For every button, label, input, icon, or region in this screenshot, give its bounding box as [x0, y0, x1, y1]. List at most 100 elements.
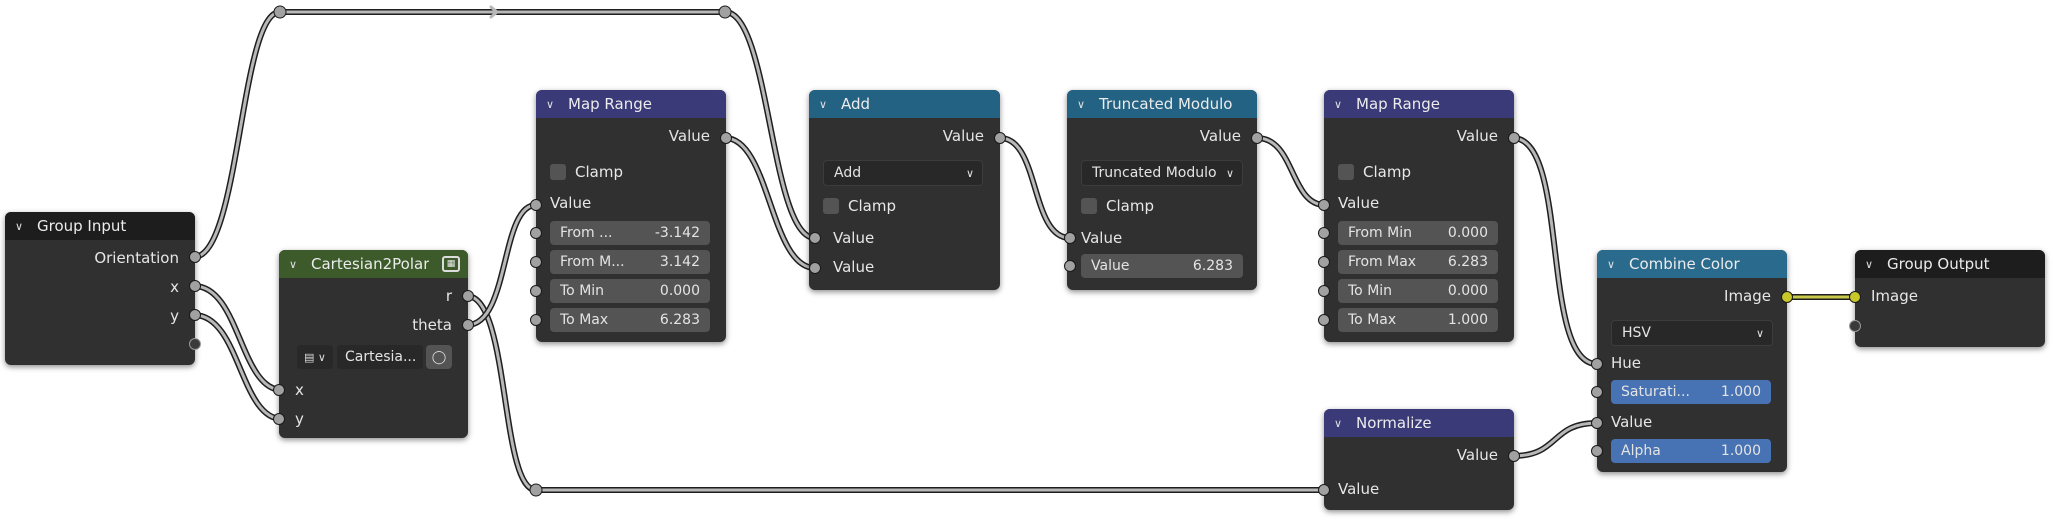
checkbox-box[interactable]	[1081, 198, 1097, 214]
socket-output[interactable]	[189, 251, 201, 263]
socket-output[interactable]	[189, 309, 201, 321]
chevron-down-icon[interactable]: ∨	[1077, 97, 1086, 111]
socket-input[interactable]	[1591, 386, 1603, 398]
node-group-output[interactable]: ∨ Group Output Image	[1849, 250, 2045, 347]
socket-input[interactable]	[1591, 358, 1603, 370]
socket-input[interactable]	[1318, 256, 1330, 268]
node-normalize[interactable]: ∨ Normalize Value Value	[1318, 409, 1520, 510]
socket-input[interactable]	[530, 285, 542, 297]
socket-input[interactable]	[530, 199, 542, 211]
chevron-down-icon: ∨	[1225, 166, 1234, 180]
socket-input[interactable]	[1591, 445, 1603, 457]
node-title: Group Input	[37, 217, 127, 235]
socket-input[interactable]	[273, 413, 285, 425]
field-value: -3.142	[654, 225, 700, 241]
input-hue: Hue	[1611, 354, 1642, 372]
from-min-field[interactable]: From ... -3.142	[550, 221, 710, 245]
socket-input[interactable]	[1064, 232, 1076, 244]
checkbox-box[interactable]	[1338, 164, 1354, 180]
reroute-dot	[273, 5, 287, 19]
mode-dropdown[interactable]: HSV∨	[1611, 320, 1773, 346]
node-header[interactable]: ∨ Group Input	[5, 212, 195, 240]
socket-input[interactable]	[1318, 314, 1330, 326]
field-value: 1.000	[1720, 384, 1761, 400]
saturation-field[interactable]: Saturati...1.000	[1611, 380, 1771, 404]
socket-input[interactable]	[1591, 417, 1603, 429]
node-header[interactable]: ∨ Group Output	[1855, 250, 2045, 278]
socket-output[interactable]	[462, 319, 474, 331]
socket-output[interactable]	[1508, 450, 1520, 462]
chevron-down-icon[interactable]: ∨	[1865, 257, 1874, 271]
chevron-down-icon[interactable]: ∨	[289, 257, 298, 271]
chevron-down-icon[interactable]: ∨	[1607, 257, 1616, 271]
node-header[interactable]: ∨ Combine Color	[1597, 250, 1787, 278]
datablock-name-field[interactable]: Cartesia...	[337, 345, 423, 369]
chevron-down-icon[interactable]: ∨	[15, 219, 24, 233]
chevron-down-icon[interactable]: ∨	[546, 97, 555, 111]
socket-input[interactable]	[1318, 227, 1330, 239]
chevron-down-icon[interactable]: ∨	[1334, 97, 1343, 111]
socket-input[interactable]	[809, 232, 821, 244]
input-value: Value	[1611, 413, 1653, 431]
node-group-input[interactable]: ∨ Group Input Orientation x y	[5, 212, 201, 365]
node-map-range[interactable]: ∨ Map Range Value Clamp Value From ...-3…	[530, 90, 732, 342]
output-value: Value	[1456, 446, 1498, 464]
socket-output[interactable]	[462, 290, 474, 302]
node-header[interactable]: ∨ Add	[809, 90, 1000, 118]
socket-output[interactable]	[1251, 132, 1263, 144]
node-title: Map Range	[568, 95, 652, 113]
field-label: From ...	[560, 225, 613, 241]
clamp-checkbox[interactable]: Clamp	[550, 163, 623, 181]
socket-output[interactable]	[1781, 291, 1793, 303]
socket-output[interactable]	[994, 132, 1006, 144]
from-max-field[interactable]: From M...3.142	[550, 250, 710, 274]
socket-input[interactable]	[809, 262, 821, 274]
clamp-checkbox[interactable]: Clamp	[1338, 163, 1411, 181]
shield-icon[interactable]: ◯	[426, 345, 452, 369]
node-combine-color[interactable]: ∨ Combine Color Image HSV∨ Hue Saturati.…	[1591, 250, 1793, 472]
socket-input[interactable]	[1318, 285, 1330, 297]
socket-output[interactable]	[720, 132, 732, 144]
socket-input[interactable]	[1849, 291, 1861, 303]
socket-empty[interactable]	[189, 338, 201, 350]
node-header[interactable]: ∨ Map Range	[1324, 90, 1514, 118]
socket-input[interactable]	[530, 314, 542, 326]
socket-input[interactable]	[273, 384, 285, 396]
node-header[interactable]: ∨ Truncated Modulo	[1067, 90, 1257, 118]
image-browse-icon[interactable]: ▤ ∨	[297, 345, 333, 369]
node-header[interactable]: ∨ Map Range	[536, 90, 726, 118]
socket-input[interactable]	[1064, 260, 1076, 272]
chevron-down-icon[interactable]: ∨	[819, 97, 828, 111]
operation-dropdown[interactable]: Truncated Modulo∨	[1081, 160, 1243, 186]
chevron-down-icon[interactable]: ∨	[1334, 416, 1343, 430]
socket-input[interactable]	[1318, 199, 1330, 211]
output-value: Value	[1456, 127, 1498, 145]
socket-input[interactable]	[530, 227, 542, 239]
checkbox-box[interactable]	[550, 164, 566, 180]
socket-output[interactable]	[189, 280, 201, 292]
clamp-checkbox[interactable]: Clamp	[1081, 197, 1154, 215]
node-truncated-modulo[interactable]: ∨ Truncated Modulo Value Truncated Modul…	[1064, 90, 1263, 290]
node-add[interactable]: ∨ Add Value Add∨ Clamp Value Value	[809, 90, 1006, 290]
socket-input[interactable]	[530, 256, 542, 268]
node-header[interactable]: ∨ Cartesian2Polar ▦	[279, 250, 468, 278]
node-group-icon[interactable]: ▦	[442, 256, 460, 272]
clamp-checkbox[interactable]: Clamp	[823, 197, 896, 215]
checkbox-box[interactable]	[823, 198, 839, 214]
field-value: 0.000	[1447, 225, 1488, 241]
node-cartesian2polar[interactable]: ∨ Cartesian2Polar ▦ r theta ▤ ∨ Cartesia…	[273, 250, 474, 438]
socket-empty[interactable]	[1849, 320, 1861, 332]
operation-dropdown[interactable]: Add∨	[823, 160, 983, 186]
node-header[interactable]: ∨ Normalize	[1324, 409, 1514, 437]
socket-output[interactable]	[1508, 132, 1520, 144]
socket-input[interactable]	[1318, 484, 1330, 496]
